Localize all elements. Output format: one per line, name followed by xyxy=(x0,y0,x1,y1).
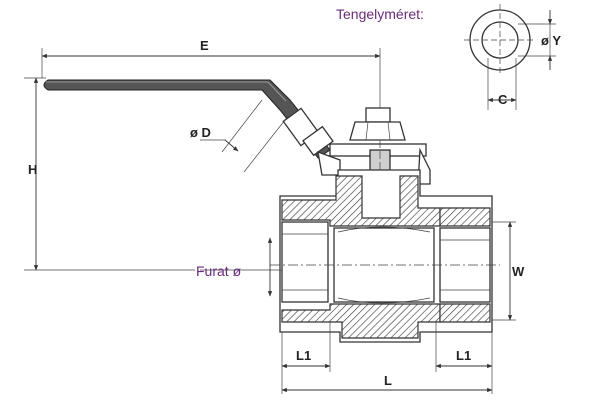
dia-y-label: ø Y xyxy=(541,33,561,48)
l-label: L xyxy=(384,373,392,388)
w-label: W xyxy=(512,264,525,279)
l1-left-dimension xyxy=(281,322,331,394)
e-label: E xyxy=(200,38,209,53)
bore-label: Furat ø xyxy=(196,263,242,279)
e-dimension xyxy=(41,48,381,108)
l1-right-label: L1 xyxy=(456,348,471,363)
shaft-size-detail xyxy=(464,4,556,110)
shaft-size-label: Tengelyméret: xyxy=(336,6,424,22)
handle-lever xyxy=(43,79,334,159)
h-dimension xyxy=(24,77,195,271)
dia-d-label: ø D xyxy=(190,125,211,140)
valve-body xyxy=(270,169,500,343)
w-dimension xyxy=(492,221,516,321)
c-label: C xyxy=(498,92,508,107)
l1-right-dimension xyxy=(435,322,493,394)
d-dimension xyxy=(200,99,286,173)
h-label: H xyxy=(28,162,37,177)
l1-left-label: L1 xyxy=(296,348,311,363)
